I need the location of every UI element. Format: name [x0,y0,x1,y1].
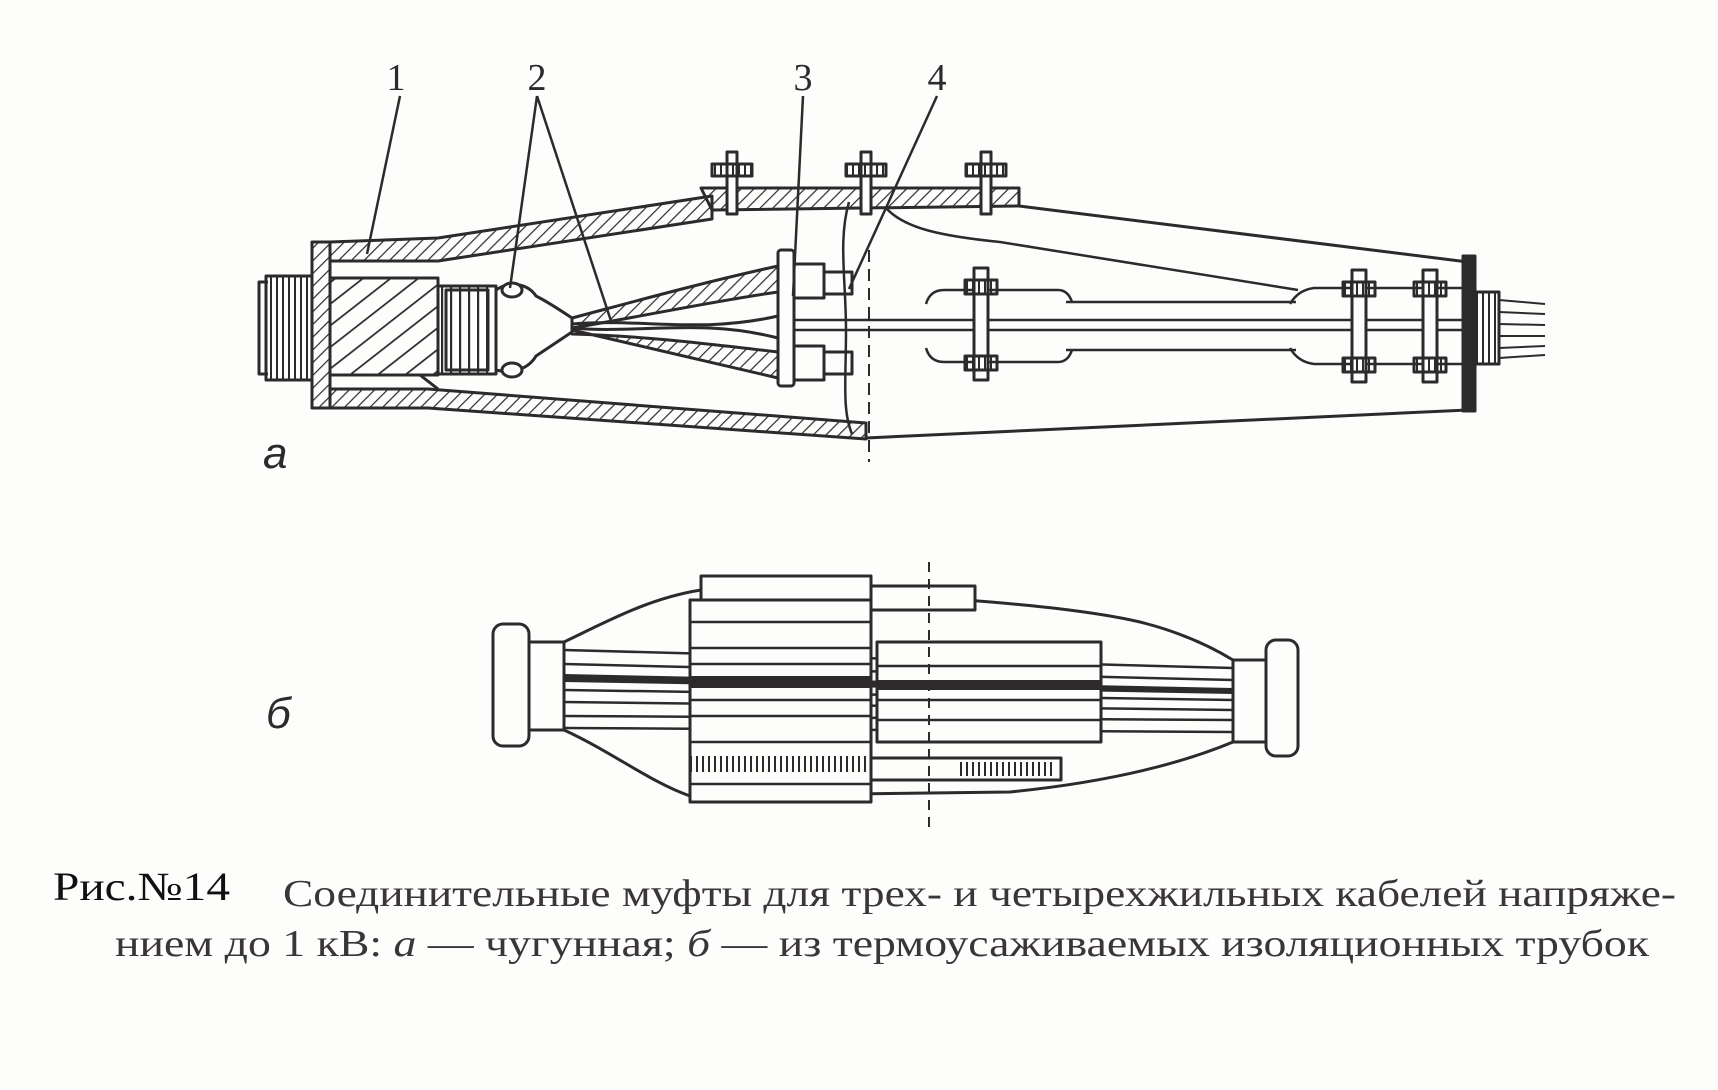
bolt-nut [1341,280,1377,298]
bolt-shank [1421,268,1439,384]
coupling-b-drawing [491,562,1300,830]
wire-strand [1498,354,1546,359]
part-number-3: 3 [794,57,813,99]
housing-top-wall [328,194,714,263]
bolt-nut [1412,356,1448,374]
conductor-lower-right [1288,347,1463,366]
flange-bolt-nut [964,162,1008,178]
part-numbers: 1 2 3 4 [387,57,947,99]
leader-line-3 [791,95,805,297]
leader-line-2b [535,95,614,325]
flange-bolt-shank [725,150,739,216]
caption-text-b: — из термоусаживаемых изоляционных трубо… [710,923,1650,965]
shrink-tube-block-right [875,640,1103,744]
variant-label-b: б [266,689,293,738]
right-gland [1473,290,1501,366]
flange-bolt [964,150,1008,216]
bolt-shank [972,266,990,382]
housing-bottom-wall [328,387,868,441]
flange-bolt-nut [844,162,888,178]
leader-line-1 [365,95,402,255]
tube-dark-band [690,676,871,688]
shrink-tube-block-right-lines [877,664,1101,722]
wire-strand [1498,323,1546,326]
connector-sleeve-lower-tip [822,350,854,376]
cover-top-line [1018,204,1469,264]
left-end-cap-inner [527,640,566,732]
figure-number: Рис.№14 [53,864,230,909]
flange-bolt [844,150,888,216]
caption-line-1: Соединительные муфты для трех- и четырех… [283,873,1676,915]
bolt-nut [963,278,999,296]
housing-left-wall [310,240,332,410]
shrink-tube-top-left [699,574,873,602]
right-end-cap-outer [1264,638,1300,758]
variant-label-a: а [263,429,287,478]
cover-inner-lining [886,208,1299,292]
part-number-1: 1 [387,57,406,99]
caption-letter-a: а [394,923,417,965]
caption-line-2: нием до 1 кВ: а — чугунная; б — из термо… [115,923,1650,965]
spacer-crosspiece [776,248,796,388]
right-end-plate [1461,254,1477,413]
wire-strand [1498,311,1546,315]
connector-sleeve-upper-tip [822,270,854,296]
flange-bolt-shank [979,150,993,216]
conductor-lower-right [924,347,1074,364]
sheath-step [419,373,439,391]
cover-bottom-line [865,408,1469,440]
conductor-core-middle [571,326,779,340]
left-cable-end-bracket [257,280,268,376]
shrink-tube-top-right [869,584,977,612]
lead-sheath-block [328,276,440,377]
conductor-upper-right [924,288,1074,305]
neck-bulge-upper [500,281,524,299]
part-leaders [365,95,939,325]
connector-sleeve-lower [792,344,826,382]
binding-rings-frame [444,288,490,372]
conductor-upper-right [1288,286,1463,305]
tube-dark-band [960,762,1056,776]
part-number-2: 2 [528,57,547,99]
cover-edge-curve [841,201,854,435]
right-end-cap-inner [1231,658,1268,744]
leader-line-4 [847,95,939,290]
connector-sleeve-upper [792,262,826,300]
connector-bolt [1412,268,1448,384]
bolt-shank [1350,268,1368,384]
bolt-nut [1412,280,1448,298]
bolt-nut [1341,356,1377,374]
binding-rings [436,284,498,376]
caption-text-a: — чугунная; [416,923,687,965]
shrink-tube-block-left-lines [690,620,871,786]
envelope-top [563,588,1234,662]
envelope-bottom [563,728,1234,798]
tube-dark-band [877,680,1101,690]
conductor-core-middle [571,314,779,327]
flange-bolt-shank [859,150,873,216]
left-end-cap-outer [491,622,531,748]
caption-letter-b: б [687,923,712,965]
bolt-nut [963,354,999,372]
coupling-a-drawing [257,150,1546,462]
connector-bolt [963,266,999,382]
leader-line-2a [508,95,539,289]
right-cable-wires [1498,299,1546,359]
flange-bolt [710,150,754,216]
part-number-4: 4 [928,57,947,99]
conductor-core-lower [570,328,780,380]
caption-line-2-prefix: нием до 1 кВ: [115,923,394,965]
wire-strand [1498,345,1546,349]
flange-bolt-nut [710,162,754,178]
connector-bolt [1341,268,1377,384]
neck-bulge-lower [500,361,524,379]
tube-dark-band [690,756,871,772]
wire-strand [1498,299,1546,305]
left-cable-armour [264,274,314,382]
